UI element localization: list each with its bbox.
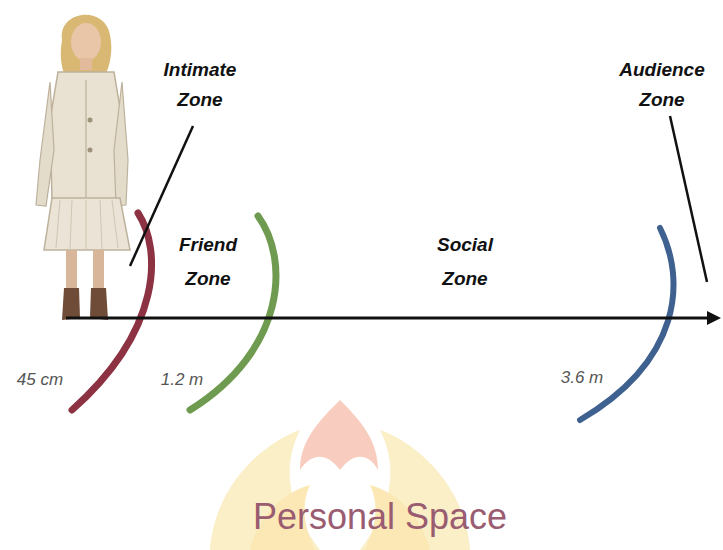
axis-arrowhead: [707, 311, 721, 325]
woman-figure: [36, 15, 130, 320]
distance-label: 45 cm: [17, 370, 63, 390]
zone-arc: [580, 228, 674, 420]
zone-label: Social Zone: [437, 228, 493, 296]
distance-label: 1.2 m: [161, 370, 204, 390]
diagram-title: Personal Space: [253, 496, 507, 538]
distance-label: 3.6 m: [561, 368, 604, 388]
leader-line: [670, 116, 707, 282]
distance-axis: [66, 317, 712, 320]
zone-label: Intimate Zone: [164, 55, 237, 115]
zone-label: Audience Zone: [619, 55, 705, 115]
zone-label: Friend Zone: [179, 228, 237, 296]
